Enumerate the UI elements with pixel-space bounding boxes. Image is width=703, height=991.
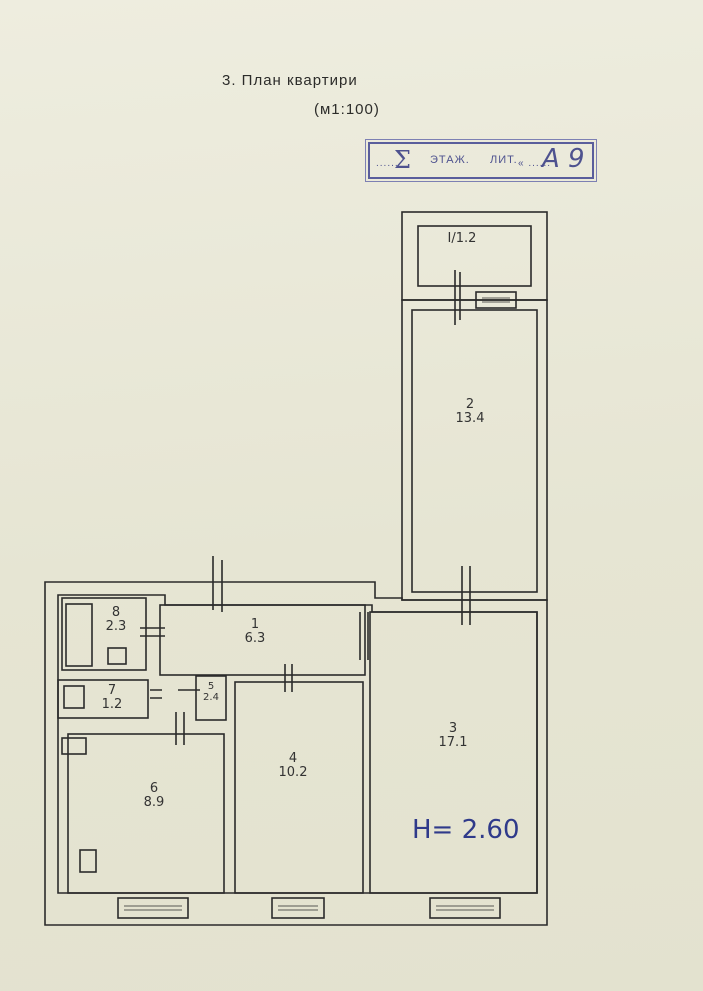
room-area: 1.2 <box>455 231 477 246</box>
room-number: 4 <box>288 751 298 766</box>
room-area: 10.2 <box>278 765 308 780</box>
window-2 <box>271 897 325 919</box>
window-balcony <box>475 291 517 309</box>
bath-fixture <box>107 647 127 665</box>
room-number: 1 <box>250 617 260 632</box>
bathtub <box>65 603 93 667</box>
stamp-letter-label: ЛИТ. <box>490 154 518 166</box>
stove-fixture <box>79 849 97 873</box>
stamp-dots-right: « ...... <box>518 158 552 169</box>
stamp-floor-label: ЭТАЖ. <box>430 154 470 166</box>
room-area: 13.4 <box>455 411 485 426</box>
room-number: 3 <box>448 721 458 736</box>
room-number: 7 <box>107 683 117 698</box>
window-3 <box>429 897 501 919</box>
room-area: 2.4 <box>203 692 219 703</box>
room-label-1: 1 6.3 <box>225 618 285 646</box>
room-area: 8.9 <box>143 795 165 810</box>
room-label-6: 6 8.9 <box>124 782 184 810</box>
room-label-5: 5 2.4 <box>196 681 226 703</box>
wall-closet-5 <box>195 675 227 721</box>
room-label-3: 3 17.1 <box>423 722 483 750</box>
room-area: 6.3 <box>244 631 266 646</box>
stamp-floor-number: Σ <box>394 146 411 174</box>
room-label-I: I/1.2 <box>447 231 477 246</box>
room-area: 2.3 <box>105 619 127 634</box>
door-marks <box>140 270 471 745</box>
stamp-letter-value: А 9 <box>542 144 585 174</box>
wall-hallway-1 <box>159 604 366 676</box>
floor-stamp: ...... Σ ЭТАЖ. ЛИТ. « ...... А 9 <box>365 139 597 182</box>
wall-room-8 <box>61 597 147 671</box>
wall-room-3 <box>369 611 538 894</box>
wall-room-7 <box>57 679 149 719</box>
room-number: 5 <box>207 681 215 692</box>
room-area: 1.2 <box>101 697 123 712</box>
wall-room-2-outer <box>401 299 548 601</box>
room-number: 8 <box>111 605 121 620</box>
wall-room-6 <box>67 733 225 894</box>
plan-scale: (м1:100) <box>314 101 380 118</box>
room-area: 17.1 <box>438 735 468 750</box>
wall-apartment-outer <box>44 581 548 926</box>
room-number: 6 <box>149 781 159 796</box>
sink-fixture <box>61 737 87 755</box>
room-number: 2 <box>465 397 475 412</box>
room-label-4: 4 10.2 <box>263 752 323 780</box>
ceiling-height-note: H= 2.60 <box>412 815 520 845</box>
room-label-2: 2 13.4 <box>440 398 500 426</box>
wc-fixture <box>63 685 85 709</box>
wall-room-4 <box>234 681 364 894</box>
room-number: I <box>447 231 452 246</box>
room-label-7: 7 1.2 <box>92 684 132 712</box>
stamp-dots-left: ...... <box>376 158 399 169</box>
wall-room-2-inner <box>411 309 538 593</box>
wall-balcony-inner <box>417 225 532 287</box>
window-lines <box>124 297 510 911</box>
plan-title: 3. План квартири <box>222 72 358 89</box>
window-1 <box>117 897 189 919</box>
room-label-8: 8 2.3 <box>96 606 136 634</box>
